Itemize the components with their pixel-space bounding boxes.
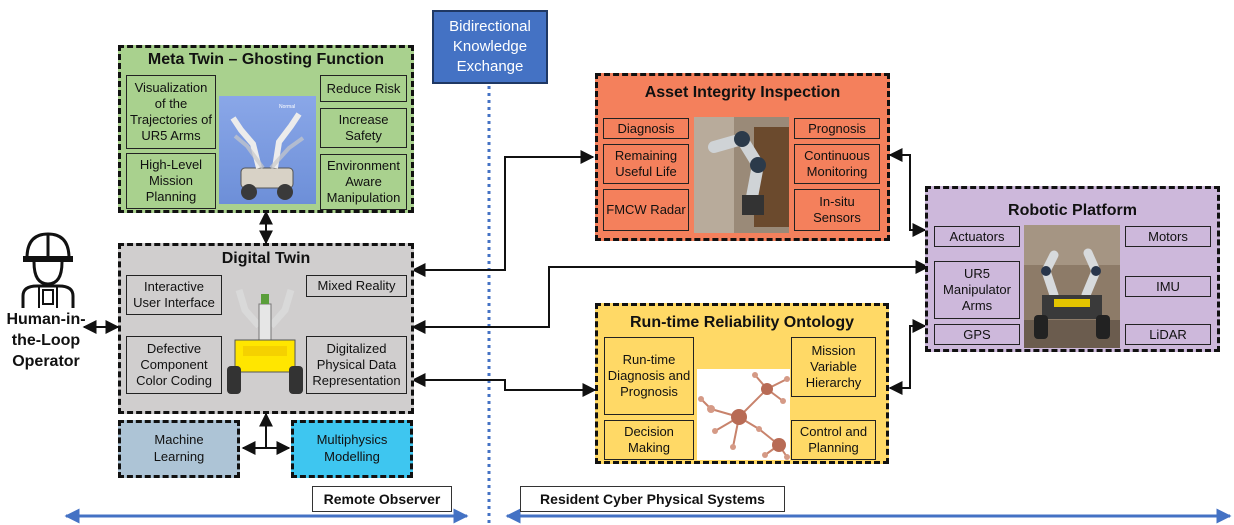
meta-right-cell-3: Environment Aware Manipulation <box>320 154 407 210</box>
meta-right-cell-2: Increase Safety <box>320 108 407 148</box>
ontology-title: Run-time Reliability Ontology <box>629 314 854 331</box>
ontology-robot-connector <box>888 319 927 395</box>
ontology-network-image <box>697 369 790 460</box>
meta-twin-panel: Meta Twin – Ghosting Function Visualizat… <box>118 45 414 213</box>
operator-icon <box>17 228 79 308</box>
asset-panel: Asset Integrity Inspection Diagnosis Rem… <box>595 73 890 241</box>
asset-left-cell-1: Diagnosis <box>603 118 689 139</box>
asset-robot-connector <box>888 148 927 237</box>
ontology-right-cell-2: Control and Planning <box>791 420 876 460</box>
robot-right-cell-3: LiDAR <box>1125 324 1211 345</box>
digital-robot-connector <box>411 260 930 334</box>
digital-right-cell-2: Digitalized Physical Data Representation <box>306 336 407 394</box>
digital-left-cell-1: Interactive User Interface <box>126 275 222 315</box>
robot-title: Robotic Platform <box>1008 202 1137 219</box>
asset-right-cell-3: In-situ Sensors <box>794 189 880 231</box>
digital-twin-title: Digital Twin <box>221 250 311 267</box>
machine-learning-label: Machine Learning <box>153 432 205 464</box>
meta-left-cell-2: High-Level Mission Planning <box>126 153 216 209</box>
ghost-robot-image: Normal <box>219 96 316 204</box>
ontology-right-cell-1: Mission Variable Hierarchy <box>791 337 876 397</box>
digital-left-cell-2: Defective Component Color Coding <box>126 336 222 394</box>
remote-observer-label: Remote Observer <box>312 486 452 512</box>
digital-ontology-connector <box>411 373 597 397</box>
inspection-photo <box>694 117 789 233</box>
robot-right-cell-2: IMU <box>1125 276 1211 297</box>
digital-right-cell-1: Mixed Reality <box>306 275 407 297</box>
ontology-left-cell-1: Run-time Diagnosis and Prognosis <box>604 337 694 415</box>
asset-right-cell-1: Prognosis <box>794 118 880 139</box>
multiphysics-box: Multiphysics Modelling <box>291 420 413 478</box>
multiphysics-label: Multiphysics Modelling <box>316 432 388 464</box>
asset-left-cell-3: FMCW Radar <box>603 189 689 231</box>
meta-left-cell-1: Visualization of the Trajectories of UR5… <box>126 75 216 149</box>
svg-text:Normal: Normal <box>279 104 295 110</box>
digital-robot-image <box>225 274 305 400</box>
digital-twin-panel: Digital Twin Interactive User Interface … <box>118 243 414 414</box>
robot-left-cell-3: GPS <box>934 324 1020 345</box>
asset-right-cell-2: Continuous Monitoring <box>794 144 880 184</box>
asset-title: Asset Integrity Inspection <box>644 84 841 101</box>
meta-right-cell-1: Reduce Risk <box>320 75 407 102</box>
ontology-left-cell-2: Decision Making <box>604 420 694 460</box>
knowledge-exchange-box: Bidirectional Knowledge Exchange <box>432 10 548 84</box>
resident-cps-label: Resident Cyber Physical Systems <box>520 486 785 512</box>
robot-panel: Robotic Platform Actuators UR5 Manipulat… <box>925 186 1220 352</box>
operator-label: Human-in-the-Loop Operator <box>6 311 86 370</box>
robot-photo <box>1024 225 1120 348</box>
robot-left-cell-1: Actuators <box>934 226 1020 247</box>
knowledge-exchange-label: Bidirectional Knowledge Exchange <box>449 18 531 75</box>
robot-right-cell-1: Motors <box>1125 226 1211 247</box>
robot-left-cell-2: UR5 Manipulator Arms <box>934 261 1020 319</box>
meta-twin-title: Meta Twin – Ghosting Function <box>147 51 385 68</box>
machine-learning-box: Machine Learning <box>118 420 240 478</box>
digital-asset-connector <box>411 150 595 277</box>
asset-left-cell-2: Remaining Useful Life <box>603 144 689 184</box>
ontology-panel: Run-time Reliability Ontology Run-time D… <box>595 303 889 464</box>
